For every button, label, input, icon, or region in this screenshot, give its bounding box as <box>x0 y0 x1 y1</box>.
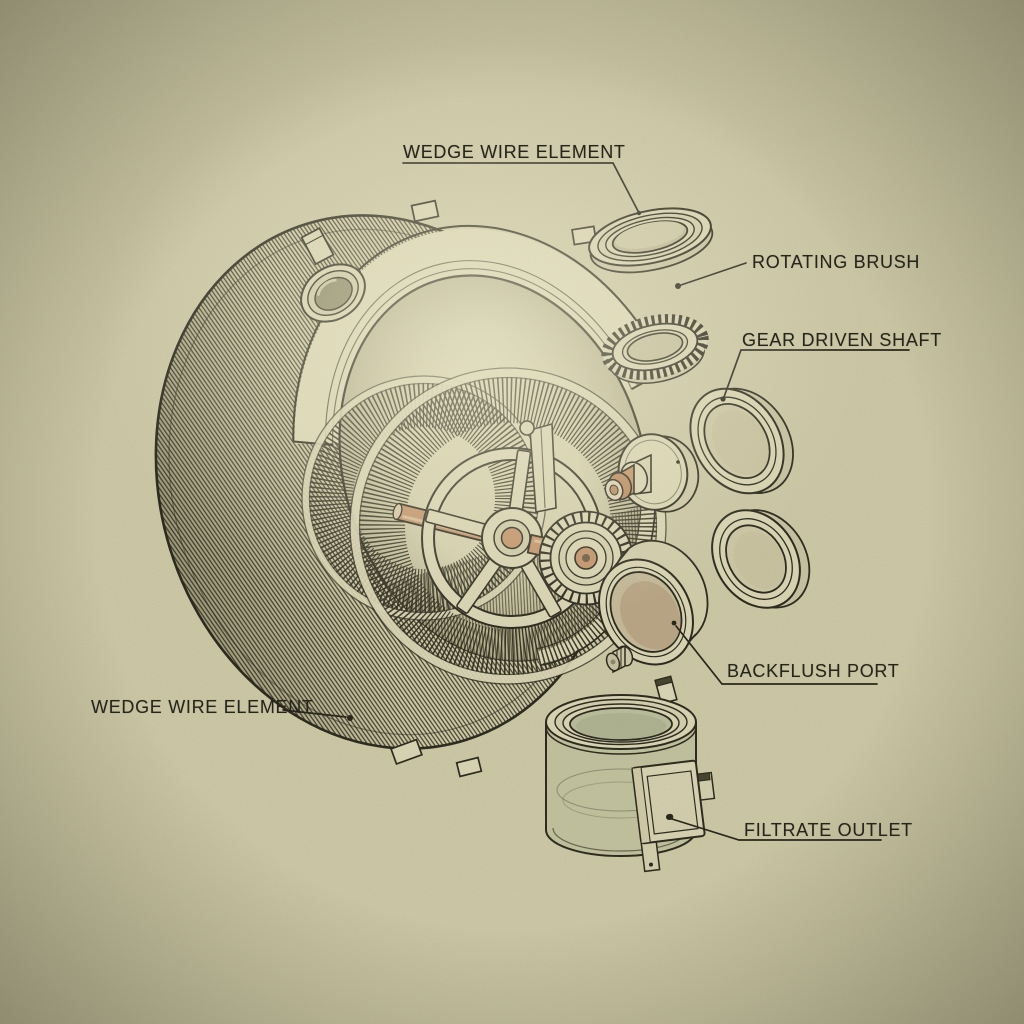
label-rotating-brush: ROTATING BRUSH <box>752 252 921 272</box>
label-wedge-wire-element-bottom: WEDGE WIRE ELEMENT <box>91 697 314 717</box>
label-backflush-port: BACKFLUSH PORT <box>727 661 900 681</box>
label-filtrate-outlet: FILTRATE OUTLET <box>744 820 913 840</box>
label-wedge-wire-element-top: WEDGE WIRE ELEMENT <box>403 142 626 162</box>
label-gear-driven-shaft: GEAR DRIVEN SHAFT <box>742 330 942 350</box>
